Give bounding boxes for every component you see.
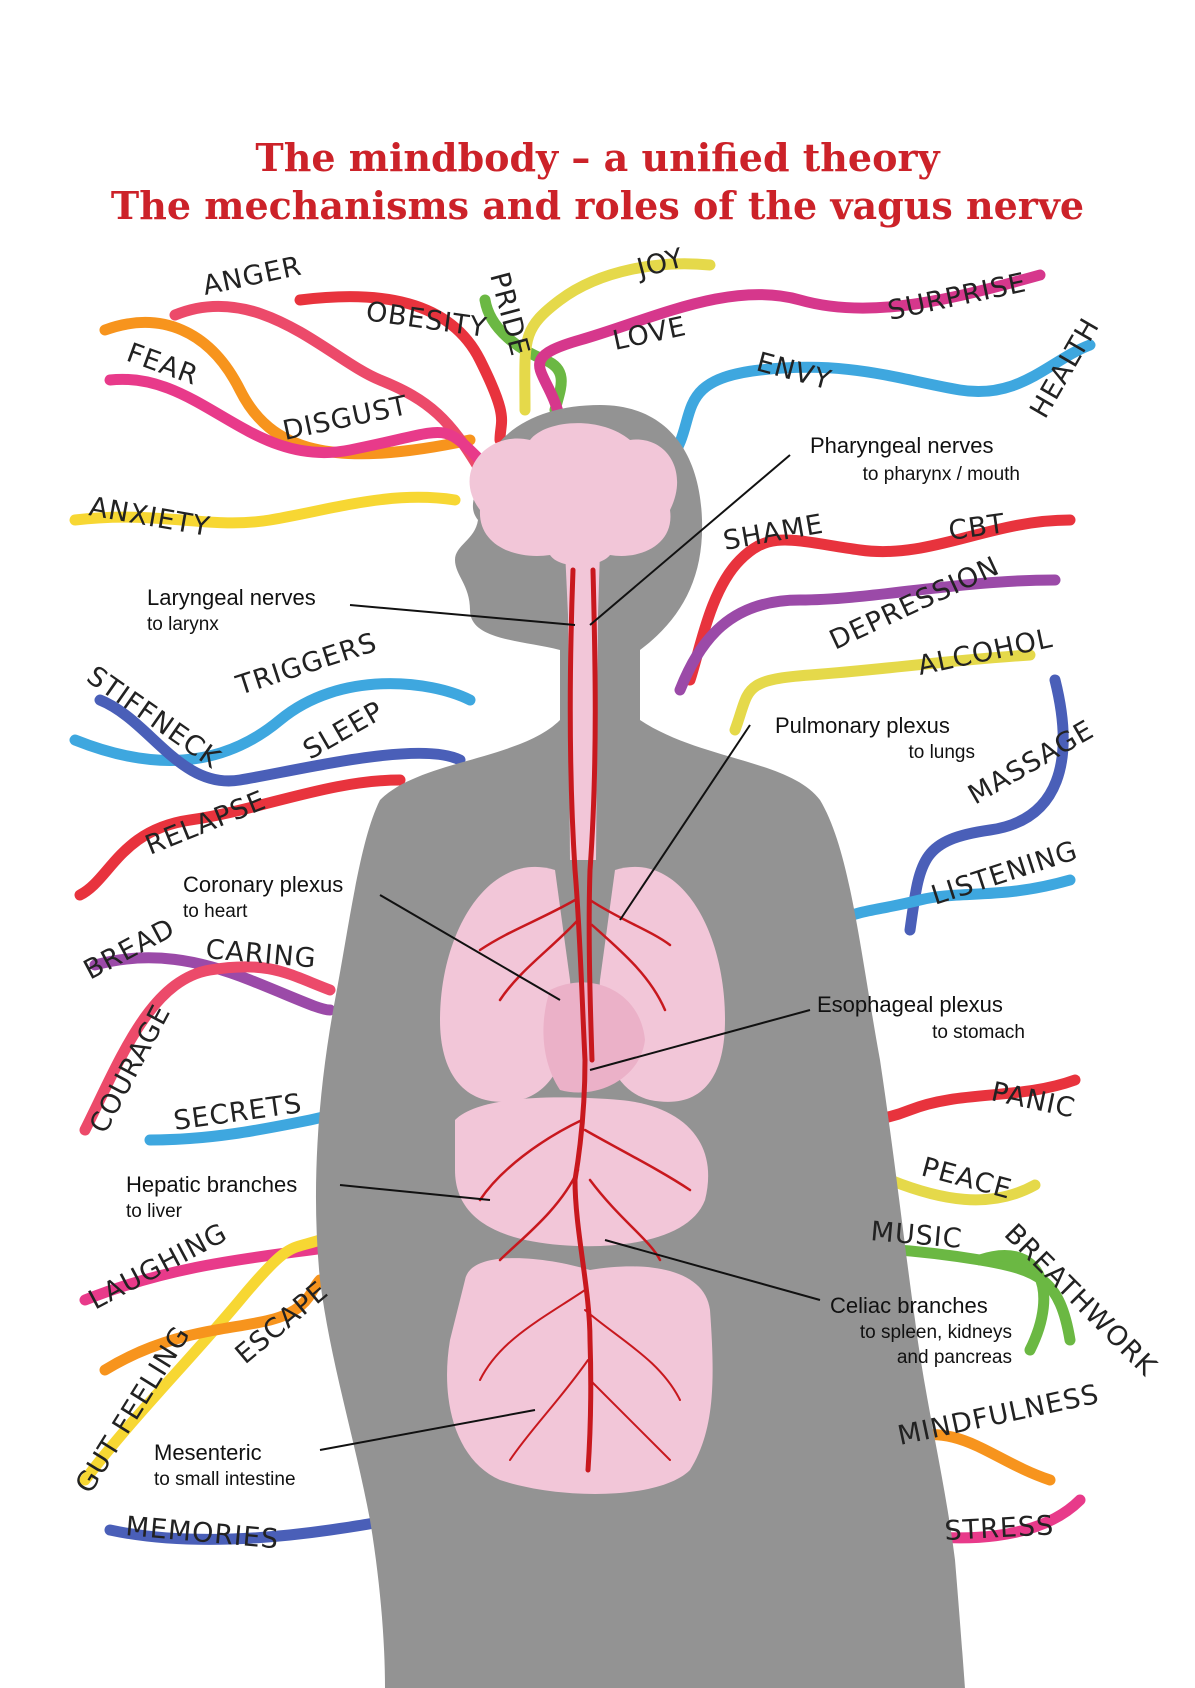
label-celiac-name: Celiac branches [830,1293,988,1318]
word-envy: ENVY [753,347,835,397]
label-celiac-target-1: to spleen, kidneys [860,1322,1012,1343]
word-breathwork: BREATHWORK [998,1218,1163,1383]
label-esophageal-target: to stomach [932,1022,1025,1043]
word-stress: STRESS [944,1510,1055,1547]
word-courage: COURAGE [84,1000,177,1139]
label-hepatic-name: Hepatic branches [126,1172,297,1197]
label-celiac-target-2: and pancreas [897,1347,1012,1368]
label-coronary-target: to heart [183,901,248,922]
label-hepatic-target: to liver [126,1201,183,1222]
word-surprise: SURPRISE [885,267,1029,327]
label-laryngeal-name: Laryngeal nerves [147,585,316,610]
word-shame: SHAME [721,509,826,557]
word-massage: MASSAGE [963,714,1099,811]
label-pharyngeal-target: to pharynx / mouth [863,464,1020,485]
word-joy: JOY [632,243,688,286]
label-pharyngeal-name: Pharyngeal nerves [810,433,993,458]
label-laryngeal-target: to larynx [147,614,219,635]
word-listening: LISTENING [928,835,1082,911]
word-mindfulness: MINDFULNESS [895,1379,1102,1452]
word-anxiety: ANXIETY [87,491,213,543]
word-bread: BREAD [79,913,181,987]
word-love: LOVE [610,311,689,357]
word-health: HEALTH [1024,313,1106,424]
word-alcohol: ALCOHOL [915,623,1056,682]
label-coronary-name: Coronary plexus [183,872,343,897]
label-pulmonary-name: Pulmonary plexus [775,713,950,738]
label-mesenteric-name: Mesenteric [154,1440,262,1465]
word-cbt: CBT [947,508,1008,547]
label-mesenteric-target: to small intestine [154,1469,296,1490]
word-obesity: OBESITY [364,296,489,344]
brain [470,423,678,565]
label-esophageal-name: Esophageal plexus [817,992,1003,1017]
word-memories: MEMORIES [124,1511,280,1555]
word-anger: ANGER [200,251,305,302]
label-pulmonary-target: to lungs [908,742,975,763]
